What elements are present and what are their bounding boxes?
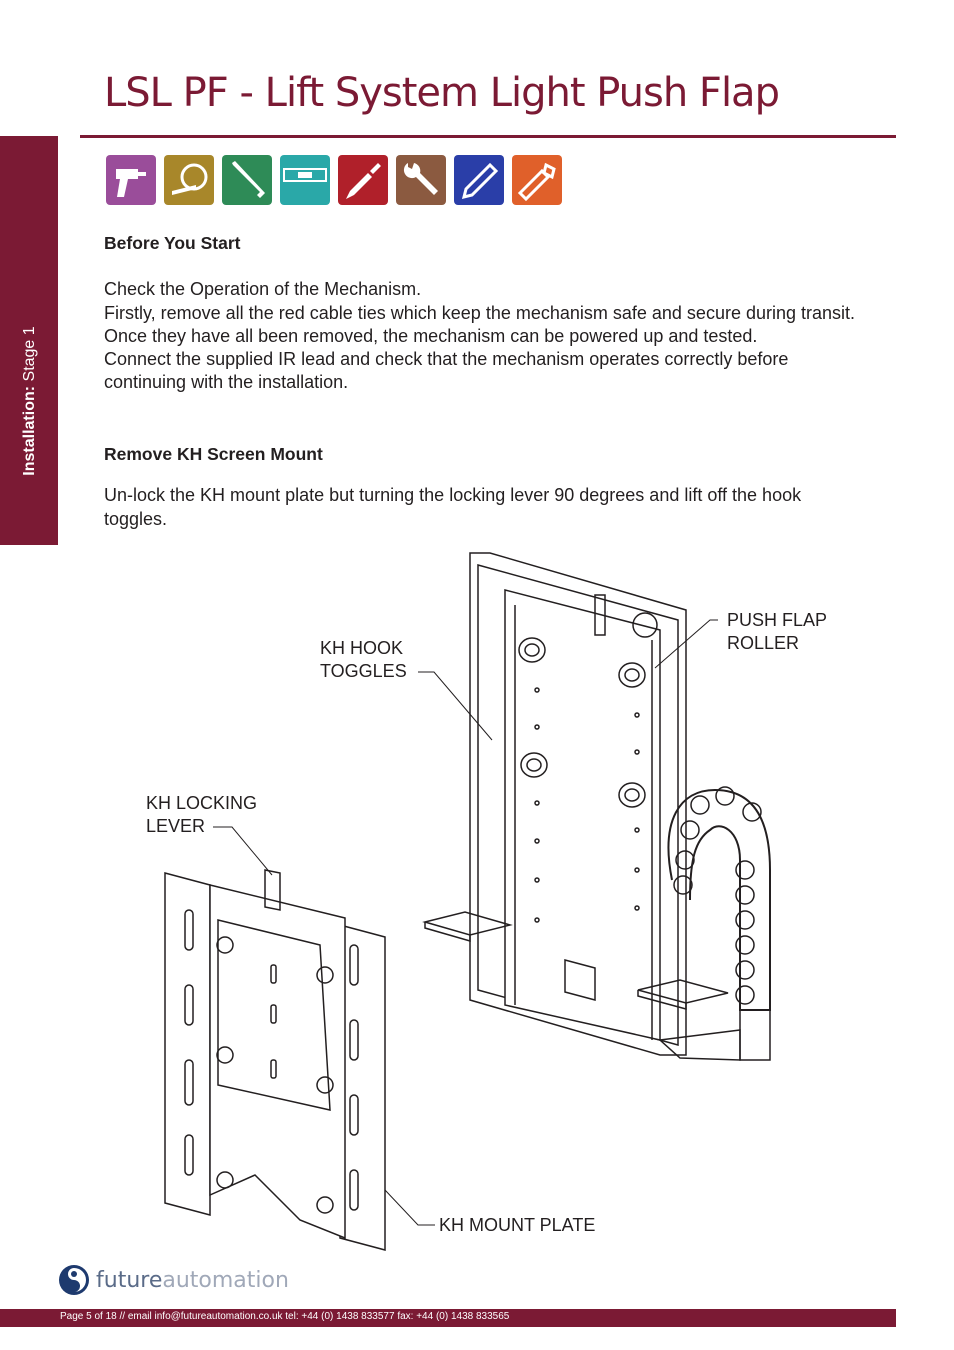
kh-mount-plate bbox=[164, 869, 386, 1251]
drill-icon bbox=[106, 155, 156, 205]
paragraph: Firstly, remove all the red cable ties w… bbox=[104, 302, 856, 323]
label-line: PUSH FLAP bbox=[727, 610, 828, 630]
title-rule bbox=[80, 135, 896, 138]
paragraph: Check the Operation of the Mechanism. bbox=[104, 279, 422, 300]
label-push-flap-roller: PUSH FLAP ROLLER bbox=[727, 609, 827, 655]
section-before-you-start: Before You Start Check the Operation of … bbox=[104, 232, 864, 395]
company-logo: futureautomation bbox=[56, 1262, 289, 1298]
leader-mount-plate bbox=[384, 1189, 435, 1226]
saw-icon bbox=[512, 155, 562, 205]
installation-diagram bbox=[164, 552, 771, 1251]
wrench-icon bbox=[396, 155, 446, 205]
tape-measure-icon bbox=[164, 155, 214, 205]
footer-bar bbox=[0, 1309, 896, 1327]
leader-hook-toggles bbox=[418, 671, 493, 741]
pencil-icon bbox=[454, 155, 504, 205]
logo-text-automation: automation bbox=[162, 1267, 289, 1293]
paragraph: Un-lock the KH mount plate but turning t… bbox=[104, 485, 802, 529]
side-tab-label: Installation: Stage 1 bbox=[21, 211, 39, 591]
screwdriver-icon bbox=[338, 155, 388, 205]
spirit-level-icon bbox=[280, 155, 330, 205]
side-tab-label-bold: Installation: bbox=[21, 385, 38, 476]
side-tab-label-stage: Stage 1 bbox=[21, 326, 38, 386]
label-kh-hook-toggles: KH HOOK TOGGLES bbox=[320, 637, 407, 683]
footer-text: Page 5 of 18 // email info@futureautomat… bbox=[60, 1311, 510, 1322]
section-heading: Remove KH Screen Mount bbox=[104, 444, 323, 464]
leader-locking-lever bbox=[213, 826, 273, 876]
lift-mechanism-frame bbox=[422, 552, 771, 1061]
section-heading: Before You Start bbox=[104, 233, 241, 253]
logo-swirl-icon bbox=[59, 1265, 89, 1295]
paragraph: Connect the supplied IR lead and check t… bbox=[104, 349, 789, 393]
tool-icons bbox=[106, 155, 562, 205]
label-line: KH LOCKING bbox=[146, 793, 258, 813]
label-kh-locking-lever: KH LOCKING LEVER bbox=[146, 792, 257, 838]
allen-key-icon bbox=[222, 155, 272, 205]
label-line: ROLLER bbox=[727, 633, 800, 653]
page-title: LSL PF - Lift System Light Push Flap bbox=[104, 70, 780, 116]
label-line: KH HOOK bbox=[320, 638, 404, 658]
paragraph: Once they have all been removed, the mec… bbox=[104, 325, 758, 346]
label-line: LEVER bbox=[146, 816, 206, 836]
logo-text: futureautomation bbox=[96, 1268, 289, 1293]
label-kh-mount-plate: KH MOUNT PLATE bbox=[439, 1215, 596, 1235]
side-tab: Installation: Stage 1 bbox=[0, 136, 58, 545]
logo-text-future: future bbox=[96, 1267, 163, 1293]
label-line: TOGGLES bbox=[320, 661, 407, 681]
leader-push-flap-roller bbox=[654, 619, 718, 669]
section-remove-kh-screen-mount: Remove KH Screen Mount Un-lock the KH mo… bbox=[104, 443, 824, 531]
